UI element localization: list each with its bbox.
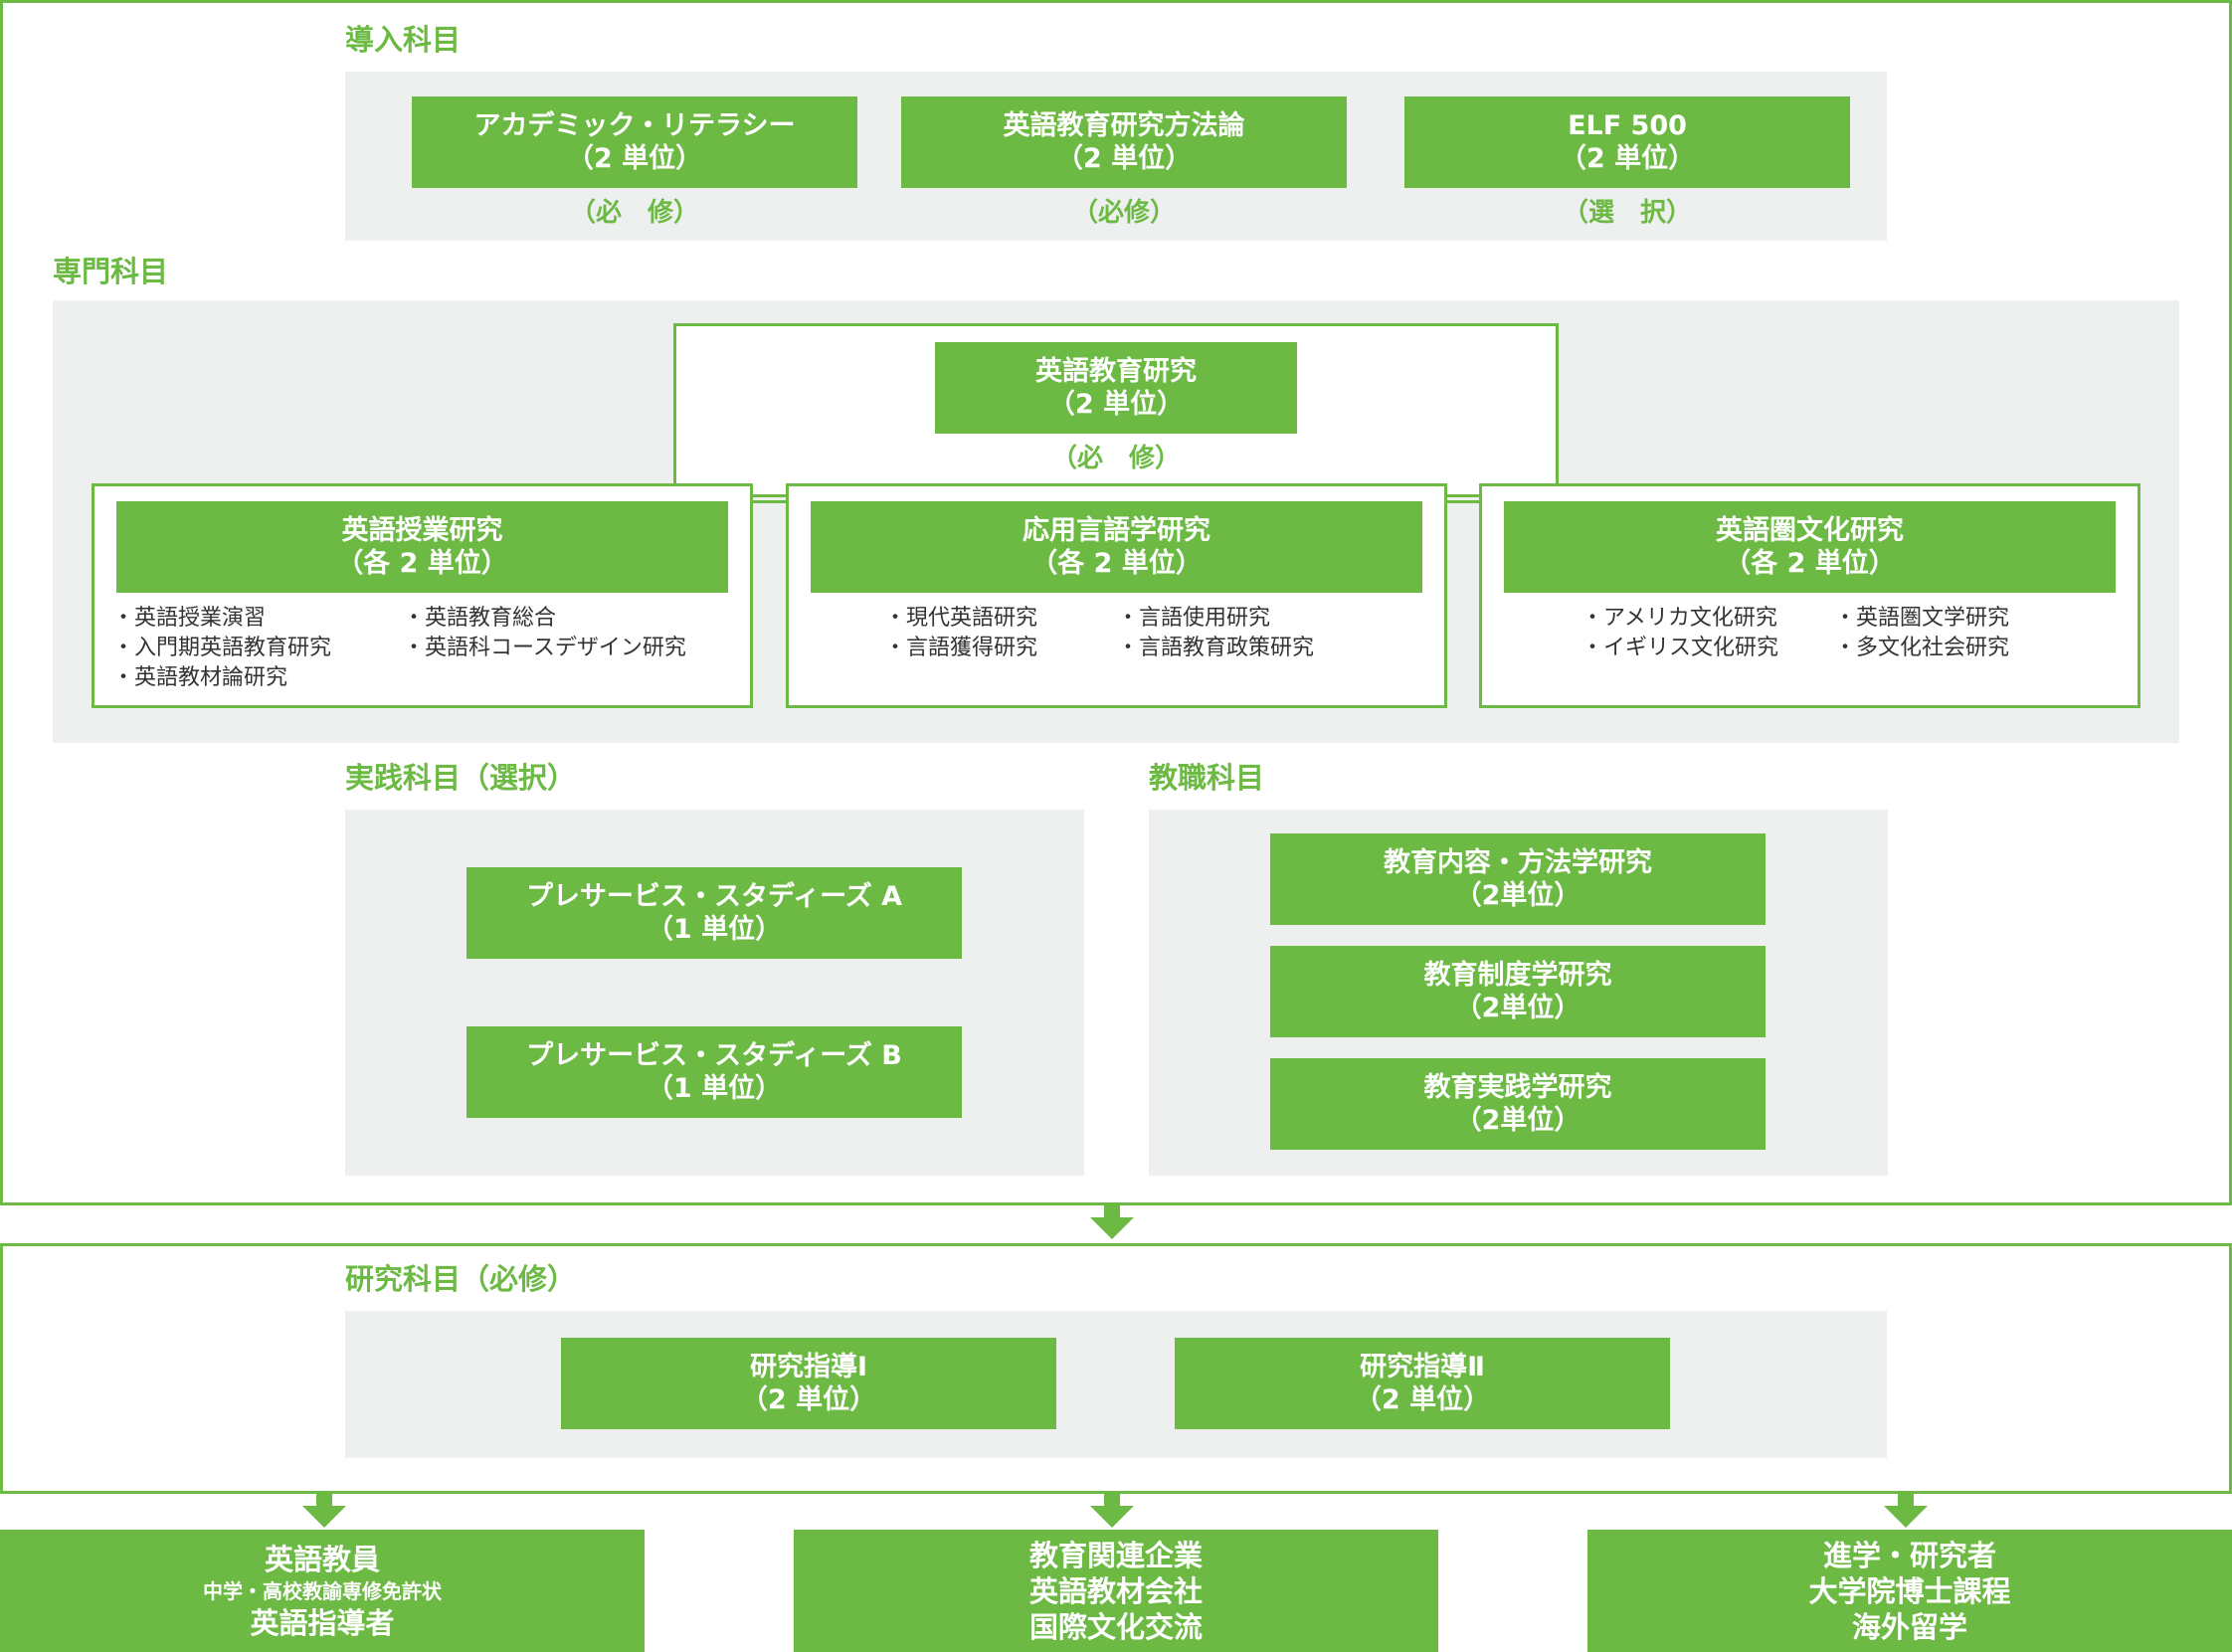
course-requirement-note: （必 修）: [1050, 444, 1181, 473]
group-name: 応用言語学研究: [1023, 515, 1210, 546]
practical-heading: 実践科目（選択）: [345, 761, 577, 795]
group-course-list: ・アメリカ文化研究 ・イギリス文化研究 ・英語圏文学研究 ・多文化社会研究: [1581, 604, 2109, 695]
career-title: 教育関連企業: [1028, 1538, 1203, 1572]
list-item: ・イギリス文化研究: [1581, 636, 1779, 660]
career-detail: 英語指導者: [250, 1605, 395, 1640]
list-item: ・英語教材論研究: [112, 665, 288, 690]
course-preservice-studies-a: プレサービス・スタディーズ A （1 単位）: [466, 867, 962, 959]
course-english-education-research: 英語教育研究 （2 単位）: [935, 342, 1297, 434]
course-credits: （1 単位）: [646, 914, 783, 945]
list-item: ・英語圏文学研究: [1834, 606, 2010, 631]
career-english-teacher: 英語教員 中学・高校教諭専修免許状 英語指導者: [0, 1530, 645, 1652]
course-requirement-note: （必 修）: [569, 198, 699, 228]
course-name: 研究指導Ⅰ: [749, 1352, 868, 1382]
course-credits: （2 単位）: [1559, 143, 1696, 174]
course-name: 英語教育研究方法論: [1003, 110, 1245, 141]
course-name: アカデミック・リテラシー: [473, 110, 796, 141]
course-credits: （2単位）: [1454, 1105, 1581, 1136]
course-credits: （2単位）: [1454, 880, 1581, 911]
list-item: ・英語教育総合: [403, 606, 557, 631]
course-educational-practice-research: 教育実践学研究 （2単位）: [1270, 1058, 1766, 1150]
course-credits: （2 単位）: [566, 143, 703, 174]
course-name: プレサービス・スタディーズ B: [526, 1040, 902, 1071]
list-item: ・英語授業演習: [112, 606, 267, 631]
course-credits: （2 単位）: [1055, 143, 1193, 174]
course-research-guidance-2: 研究指導Ⅱ （2 単位）: [1175, 1338, 1670, 1429]
course-research-guidance-1: 研究指導Ⅰ （2 単位）: [561, 1338, 1056, 1429]
course-academic-literacy: アカデミック・リテラシー （2 単位）: [412, 96, 857, 188]
course-name: 研究指導Ⅱ: [1360, 1352, 1485, 1382]
course-requirement-note: （必修）: [1071, 198, 1176, 228]
group-credits: （各 2 単位）: [1030, 548, 1203, 579]
career-detail: 英語教材会社: [1028, 1573, 1203, 1608]
course-requirement-note: （選 択）: [1562, 198, 1692, 228]
group-name: 英語授業研究: [341, 515, 503, 546]
down-arrow-icon: [1090, 1494, 1134, 1528]
group-credits: （各 2 単位）: [336, 548, 508, 579]
career-detail: 大学院博士課程: [1808, 1573, 2011, 1608]
group-name: 英語圏文化研究: [1716, 515, 1904, 546]
course-name: ELF 500: [1568, 110, 1687, 141]
group-applied-linguistics-research: 応用言語学研究 （各 2 単位） ・現代英語研究 ・言語獲得研究 ・言語使用研究…: [786, 483, 1447, 708]
course-name: 教育制度学研究: [1423, 960, 1612, 991]
career-detail: 中学・高校教諭専修免許状: [203, 1578, 442, 1603]
teaching-heading: 教職科目: [1149, 761, 1265, 795]
course-credits: （1 単位）: [646, 1073, 783, 1104]
connector-line: [750, 500, 788, 503]
list-item: ・英語科コースデザイン研究: [403, 636, 686, 660]
group-title-box: 英語授業研究 （各 2 単位）: [116, 501, 728, 593]
group-course-list: ・英語授業演習 ・入門期英語教育研究 ・英語教材論研究 ・英語教育総合 ・英語科…: [112, 604, 739, 695]
down-arrow-icon: [1884, 1494, 1928, 1528]
course-credits: （2 単位）: [740, 1384, 877, 1415]
list-item: ・多文化社会研究: [1834, 636, 2010, 660]
down-arrow-icon: [302, 1494, 346, 1528]
course-name: 教育内容・方法学研究: [1384, 847, 1652, 878]
course-elf-500: ELF 500 （2 単位）: [1404, 96, 1850, 188]
course-name: プレサービス・スタディーズ A: [525, 881, 903, 912]
list-item: ・アメリカ文化研究: [1581, 606, 1777, 631]
career-detail: 国際文化交流: [1028, 1609, 1203, 1644]
group-title-box: 英語圏文化研究 （各 2 単位）: [1504, 501, 2116, 593]
course-education-systems-research: 教育制度学研究 （2単位）: [1270, 946, 1766, 1037]
career-further-study: 進学・研究者 大学院博士課程 海外留学: [1587, 1530, 2232, 1652]
course-credits: （2 単位）: [1354, 1384, 1491, 1415]
career-title: 英語教員: [264, 1542, 380, 1576]
course-curriculum-methods-research: 教育内容・方法学研究 （2単位）: [1270, 833, 1766, 925]
intro-heading: 導入科目: [345, 23, 462, 57]
connector-line: [1444, 500, 1482, 503]
career-education-industry: 教育関連企業 英語教材会社 国際文化交流: [794, 1530, 1438, 1652]
list-item: ・言語教育政策研究: [1117, 636, 1315, 660]
course-research-methods: 英語教育研究方法論 （2 単位）: [901, 96, 1347, 188]
list-item: ・言語使用研究: [1117, 606, 1271, 631]
course-name: 教育実践学研究: [1423, 1072, 1612, 1103]
group-english-teaching-research: 英語授業研究 （各 2 単位） ・英語授業演習 ・入門期英語教育研究 ・英語教材…: [92, 483, 753, 708]
course-name: 英語教育研究: [1035, 356, 1197, 387]
group-credits: （各 2 単位）: [1724, 548, 1896, 579]
list-item: ・言語獲得研究: [884, 636, 1038, 660]
course-preservice-studies-b: プレサービス・スタディーズ B （1 単位）: [466, 1026, 962, 1118]
down-arrow-icon: [1090, 1205, 1134, 1239]
course-credits: （2単位）: [1454, 993, 1581, 1023]
group-anglophone-culture-research: 英語圏文化研究 （各 2 単位） ・アメリカ文化研究 ・イギリス文化研究 ・英語…: [1479, 483, 2140, 708]
group-course-list: ・現代英語研究 ・言語獲得研究 ・言語使用研究 ・言語教育政策研究: [884, 604, 1411, 695]
career-detail: 海外留学: [1851, 1609, 1967, 1644]
specialized-heading: 専門科目: [53, 255, 169, 288]
career-title: 進学・研究者: [1822, 1538, 1996, 1572]
list-item: ・入門期英語教育研究: [112, 636, 332, 660]
list-item: ・現代英語研究: [884, 606, 1038, 631]
course-credits: （2 単位）: [1047, 389, 1185, 420]
group-title-box: 応用言語学研究 （各 2 単位）: [811, 501, 1422, 593]
research-heading: 研究科目（必修）: [345, 1262, 577, 1296]
